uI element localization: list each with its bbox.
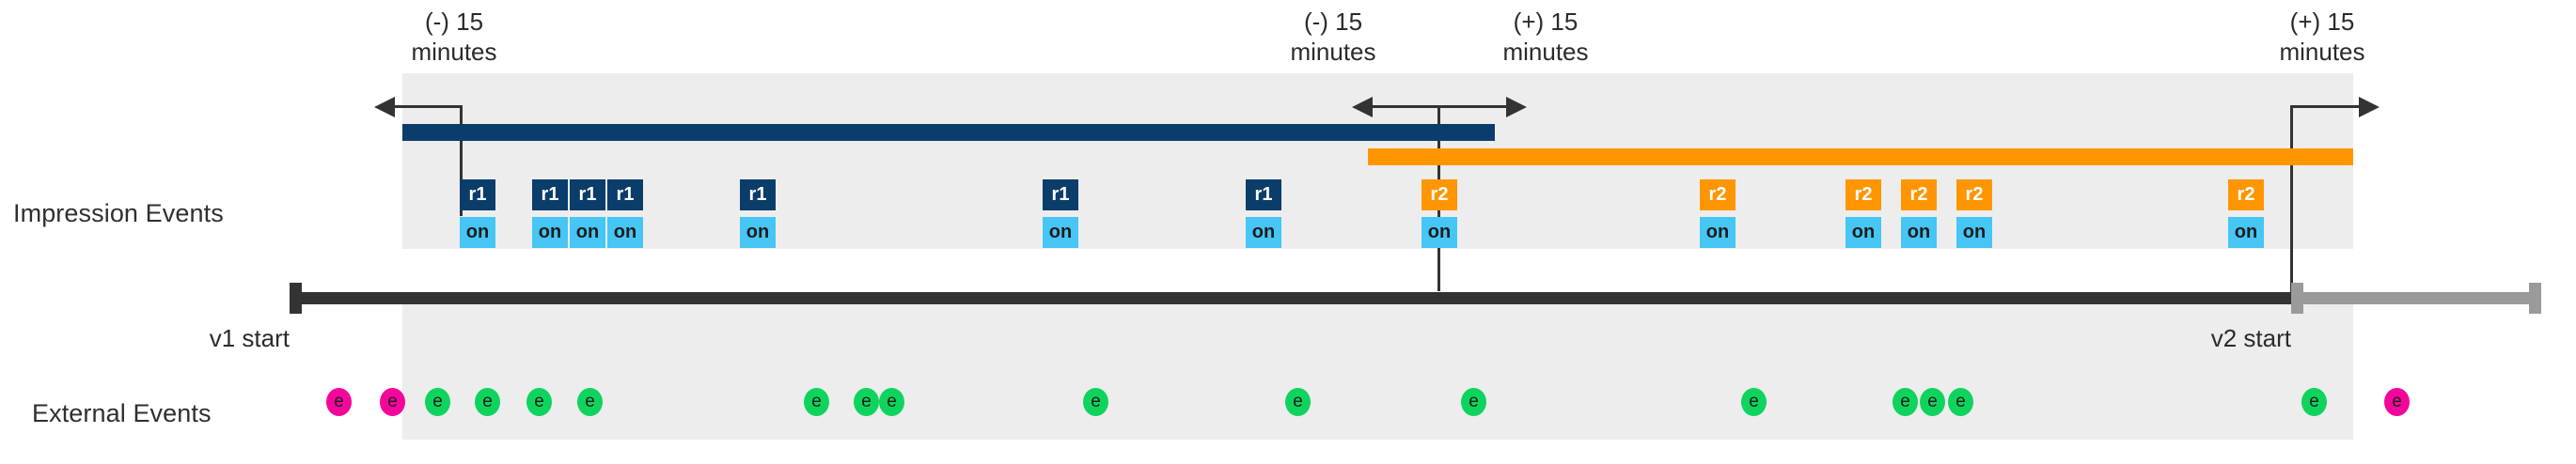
callout-v2start-plus-line1: (+) 15: [2289, 8, 2355, 36]
impression-chip-r2: r2: [1956, 179, 1992, 210]
impression-chip-state: on: [460, 217, 495, 248]
callout-v1-minus-arrow-left-icon: [374, 97, 395, 117]
impression-chip-r2: r2: [1422, 179, 1457, 210]
external-event-dot-outside: e: [326, 388, 352, 416]
impression-chip-r1: r1: [740, 179, 776, 210]
impression-chip-r2: r2: [1846, 179, 1881, 210]
external-event-dot-inside: e: [1461, 388, 1486, 416]
callout-v2start-plus-line2: minutes: [2279, 37, 2365, 66]
impression-chip-r1: r1: [570, 179, 605, 210]
external-event-dot-inside: e: [1948, 388, 1973, 416]
impression-chip-state: on: [570, 217, 605, 248]
callout-v1-minus-line1: (-) 15: [424, 8, 484, 36]
impression-chip-state: on: [1846, 217, 1881, 248]
callout-v2start-plus-arrow-line: [2291, 105, 2359, 108]
impression-chip-state: on: [532, 217, 568, 248]
callout-v2start-plus-leader-line: [2290, 105, 2293, 301]
callout-v2-plus-arrow-line: [1438, 105, 1506, 108]
callout-v2-minus-line2: minutes: [1290, 37, 1376, 66]
external-event-dot-inside: e: [1741, 388, 1767, 416]
impression-chip-state: on: [607, 217, 643, 248]
impression-chip-r2: r2: [1700, 179, 1736, 210]
impression-chip-state: on: [2228, 217, 2264, 248]
external-event-dot-outside: e: [380, 388, 405, 416]
external-event-dot-inside: e: [804, 388, 829, 416]
v1-bar: [402, 124, 1495, 141]
impression-chip-r1: r1: [460, 179, 495, 210]
impression-chip-r1: r1: [607, 179, 643, 210]
external-event-dot-inside: e: [1893, 388, 1918, 416]
v2-bar: [1368, 148, 2353, 165]
external-events-label: External Events: [32, 399, 212, 427]
impression-chip-state: on: [1901, 217, 1937, 248]
external-event-dot-inside: e: [1285, 388, 1311, 416]
impression-chip-state: on: [1043, 217, 1078, 248]
timeline-active-segment: [290, 292, 2291, 304]
external-event-dot-inside: e: [475, 388, 500, 416]
external-event-dot-inside: e: [425, 388, 450, 416]
callout-v2-plus-line2: minutes: [1502, 37, 1589, 66]
impression-events-label: Impression Events: [13, 199, 224, 227]
callout-v1-minus-leader-line: [460, 105, 463, 216]
impression-chip-state: on: [740, 217, 776, 248]
callout-v2-plus-line1: (+) 15: [1513, 8, 1579, 36]
impression-chip-state: on: [1700, 217, 1736, 248]
timeline-future-segment: [2291, 292, 2529, 304]
external-event-dot-inside: e: [526, 388, 552, 416]
external-event-dot-inside: e: [879, 388, 904, 416]
callout-v2-minus-arrow-left-icon: [1352, 97, 1373, 117]
external-event-dot-outside: e: [2384, 388, 2410, 416]
callout-v2-minus-line1: (-) 15: [1303, 8, 1363, 36]
timeline-marker-v2-start: v2 start: [2210, 324, 2291, 352]
callout-v1-minus-line2: minutes: [411, 37, 497, 66]
callout-v2-plus-arrow-right-icon: [1506, 97, 1527, 117]
timeline-marker-v1-start: v1 start: [209, 324, 290, 352]
external-event-dot-inside: e: [854, 388, 879, 416]
impression-chip-r1: r1: [1043, 179, 1078, 210]
impression-chip-r1: r1: [1246, 179, 1281, 210]
callout-v2-minus-arrow-line: [1371, 105, 1438, 108]
external-event-dot-inside: e: [1920, 388, 1945, 416]
impression-chip-state: on: [1246, 217, 1281, 248]
impression-chip-state: on: [1956, 217, 1992, 248]
external-event-dot-inside: e: [577, 388, 603, 416]
callout-v2start-plus-arrow-right-icon: [2359, 97, 2380, 117]
impression-chip-r2: r2: [1901, 179, 1937, 210]
external-event-dot-inside: e: [2301, 388, 2327, 416]
impression-chip-r1: r1: [532, 179, 568, 210]
callout-v1-minus-arrow-line: [393, 105, 461, 108]
impression-chip-r2: r2: [2228, 179, 2264, 210]
timeline-end-cap: [2529, 283, 2541, 314]
impression-chip-state: on: [1422, 217, 1457, 248]
external-event-dot-inside: e: [1083, 388, 1108, 416]
experiment-window-band-lower: [402, 299, 2353, 440]
